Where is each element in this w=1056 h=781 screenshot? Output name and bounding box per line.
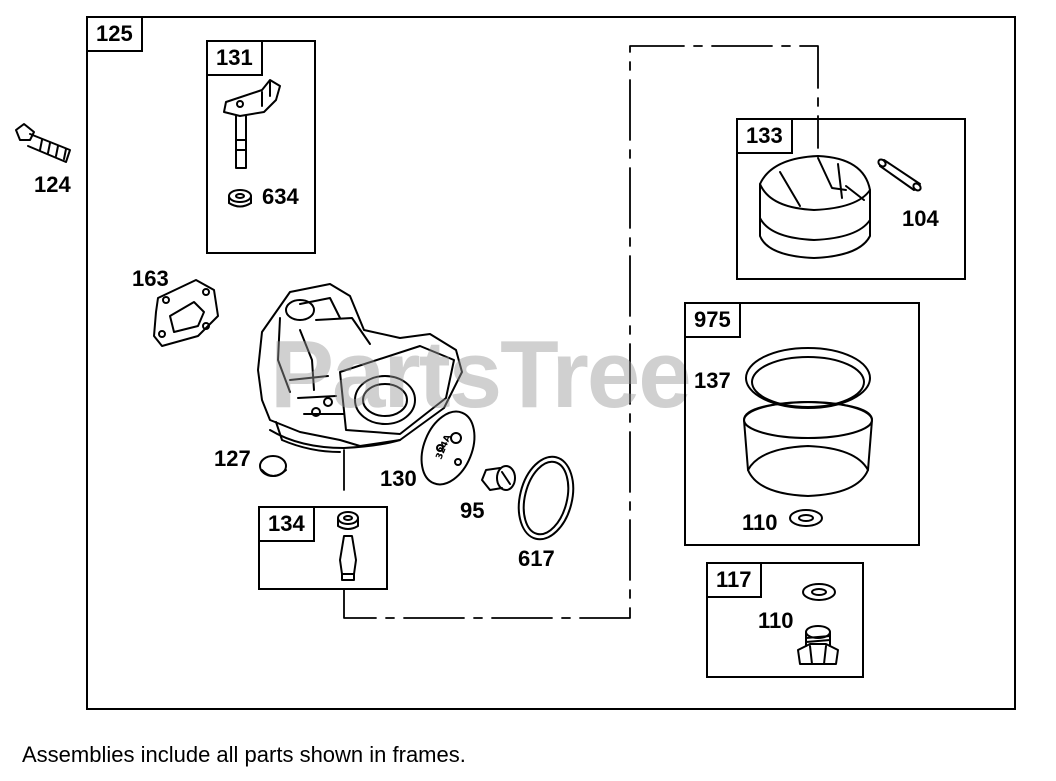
label-124: 124 bbox=[34, 172, 71, 197]
screw-95-icon bbox=[481, 465, 516, 491]
frame-drain-tag: 117 bbox=[706, 562, 762, 598]
drain-bolt-117-icon bbox=[797, 625, 839, 665]
leader-lines bbox=[343, 45, 819, 619]
label-127: 127 bbox=[214, 446, 251, 471]
label-95: 95 bbox=[460, 498, 485, 523]
frame-bowl-tag: 975 bbox=[684, 302, 741, 338]
label-110-bowl: 110 bbox=[742, 510, 778, 535]
label-163: 163 bbox=[132, 266, 169, 291]
frame-float: 133 bbox=[736, 118, 966, 280]
throttle-plate-130-icon bbox=[420, 410, 476, 486]
plug-127-icon bbox=[259, 455, 287, 477]
pin-104-icon bbox=[877, 158, 922, 192]
float-133-icon bbox=[759, 155, 871, 259]
washer-634-icon bbox=[228, 189, 252, 208]
o-ring-617-icon bbox=[517, 455, 575, 541]
label-137: 137 bbox=[694, 368, 731, 393]
frame-drain: 117 bbox=[706, 562, 864, 678]
carburetor-body-icon bbox=[257, 283, 463, 453]
frame-main-tag: 125 bbox=[86, 16, 143, 52]
gasket-163-icon bbox=[153, 279, 219, 347]
needle-seat-134-icon bbox=[337, 511, 359, 581]
float-bowl-975-icon bbox=[743, 401, 873, 497]
throttle-shaft-icon bbox=[223, 79, 281, 169]
frame-needle-tag: 134 bbox=[258, 506, 315, 542]
frame-bowl: 975 bbox=[684, 302, 920, 546]
screw-124-icon bbox=[15, 123, 71, 163]
frame-main: 125 bbox=[86, 16, 1016, 710]
frame-needle: 134 bbox=[258, 506, 388, 590]
washer-110-bowl-icon bbox=[789, 509, 823, 527]
label-110-drain: 110 bbox=[758, 608, 794, 633]
frame-shaft-tag: 131 bbox=[206, 40, 263, 76]
footnote: Assemblies include all parts shown in fr… bbox=[22, 742, 466, 767]
frame-float-tag: 133 bbox=[736, 118, 793, 154]
label-634: 634 bbox=[262, 184, 299, 209]
washer-110-drain-icon bbox=[802, 583, 836, 601]
label-130: 130 bbox=[380, 466, 417, 491]
label-617: 617 bbox=[518, 546, 555, 571]
label-104: 104 bbox=[902, 206, 939, 231]
frame-shaft: 131 bbox=[206, 40, 316, 254]
gasket-ring-137-icon bbox=[745, 347, 871, 409]
